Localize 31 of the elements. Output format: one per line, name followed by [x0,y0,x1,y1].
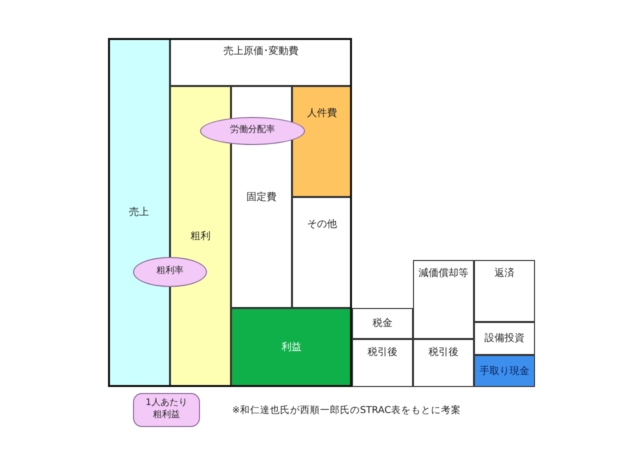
cost-block [231,308,352,387]
block-label: 利益 [282,341,302,354]
cost-block [292,86,352,197]
block-label: 固定費 [246,190,276,204]
cost-block [231,86,292,308]
block-label: 粗利率 [156,266,184,278]
block-label: 労働分配率 [230,125,275,137]
block-label: 設備投資 [484,332,524,345]
block-label: 税引後 [368,346,398,359]
block-label: 粗利 [190,230,210,243]
cost-block [413,260,474,339]
cost-block [170,38,352,86]
block-label: 人件費 [307,107,337,120]
cost-block [474,355,535,387]
block-label: 返済 [494,267,514,280]
cost-block [352,339,413,387]
block-label: 1人あたり粗利益 [144,398,188,422]
rounded-box [133,393,200,427]
cost-block [474,322,535,355]
cost-block [474,260,535,322]
cost-block [352,308,413,339]
block-label: 税金 [372,317,392,330]
cost-block [292,197,352,308]
block-label: 売上 [129,206,149,219]
cost-block [413,339,474,387]
block-label: 売上原価･変動費 [224,45,298,58]
block-label: その他 [307,218,337,231]
footnote: ※和仁達也氏が西順一郎氏のSTRAC表をもとに考案 [232,404,461,417]
block-label: 手取り現金 [480,364,530,378]
block-label: 減価償却等 [418,267,468,280]
block-label: 税引後 [428,346,458,359]
